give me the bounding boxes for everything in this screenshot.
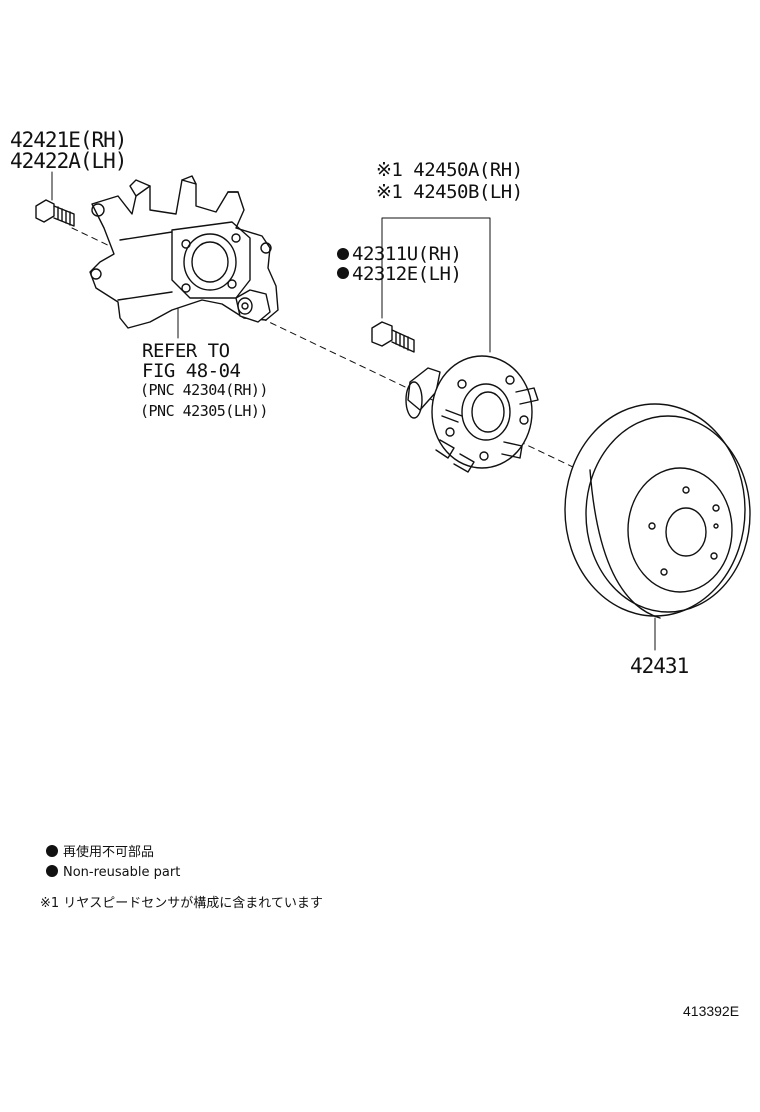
callout-brake-disc: 42431 — [630, 654, 689, 678]
callout-knuckle-bolt-lh: 42422A(LH) — [10, 149, 127, 173]
legend-note-1: ※1 リヤスピードセンサが構成に含まれています — [40, 896, 323, 911]
legend-non-reusable-jp-text: 再使用不可部品 — [63, 845, 155, 860]
filled-circle-icon — [337, 248, 349, 260]
legend-non-reusable-en: Non-reusable part — [46, 865, 180, 879]
filled-circle-icon — [337, 267, 349, 279]
pnc-lh: (PNC 42305(LH)) — [140, 402, 268, 420]
refer-to-line-1: REFER TO — [142, 340, 230, 362]
callout-hub-bolt-lh: 42312E(LH) — [352, 263, 462, 285]
brake-disc-drawing — [564, 403, 751, 619]
hub-bearing-drawing — [405, 355, 539, 473]
pnc-rh: (PNC 42304(RH)) — [140, 381, 268, 399]
legend-non-reusable-jp: 再使用不可部品 — [46, 845, 154, 859]
refer-to-line-2: FIG 48-04 — [142, 360, 241, 382]
figure-number: 413392E — [683, 1003, 740, 1019]
callout-hub-lh: ※1 42450B(LH) — [376, 181, 523, 203]
filled-circle-icon — [46, 845, 58, 857]
leader-hub-bracket — [381, 217, 491, 353]
rear-knuckle-drawing — [89, 175, 279, 329]
hub-bolt-drawing — [371, 321, 415, 353]
callout-hub-rh: ※1 42450A(RH) — [376, 159, 523, 181]
knuckle-bolt-drawing — [35, 199, 75, 227]
filled-circle-icon — [46, 865, 58, 877]
legend-non-reusable-en-text: Non-reusable part — [63, 865, 181, 880]
callout-knuckle-bolt-rh: 42421E(RH) — [10, 128, 127, 152]
callout-hub-bolt-rh: 42311U(RH) — [352, 243, 462, 265]
